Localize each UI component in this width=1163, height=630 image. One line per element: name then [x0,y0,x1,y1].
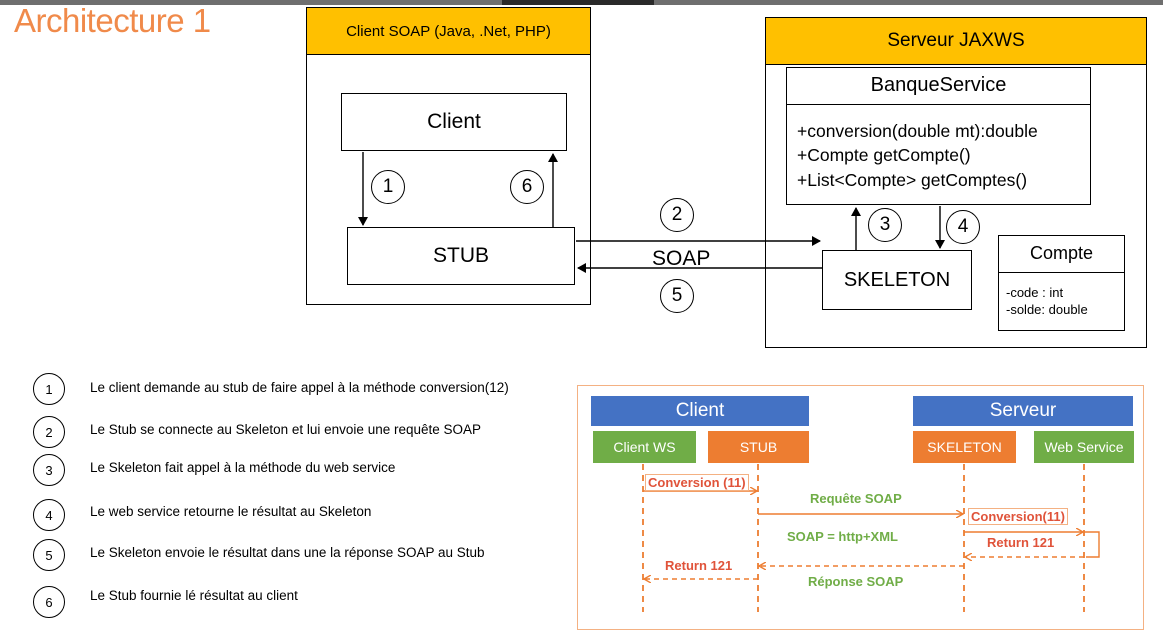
legend-text-6: Le Stub fournie lé résultat au client [90,588,298,603]
architecture-arrows [358,152,945,273]
legend-number: 1 [45,381,53,397]
legend-circle-4: 4 [33,499,65,531]
step-number: 1 [382,176,394,197]
label-return-121-client: Return 121 [665,558,733,573]
window-top-tab [502,0,654,5]
banque-service-method: +Compte getCompte() [797,145,971,165]
label-return-121-server: Return 121 [987,535,1055,550]
client-soap-header: Client SOAP (Java, .Net, PHP) [306,7,591,55]
sequence-client-header: Client [591,396,809,426]
server-jaxws-header-label: Serveur JAXWS [887,30,1025,51]
compte-name-cell: Compte [998,235,1125,273]
banque-service-method: +List<Compte> getComptes() [797,170,1028,190]
step-number: 2 [671,204,683,225]
step-circle-4: 4 [946,210,980,244]
sequence-server-header: Serveur [913,396,1133,426]
banque-service-name: BanqueService [870,74,1007,96]
legend-number: 3 [45,462,53,478]
sequence-client-header-label: Client [675,400,725,421]
legend-number: 4 [45,507,53,523]
sequence-server-header-label: Serveur [989,400,1057,421]
participant-label: SKELETON [927,439,1002,455]
legend-circle-1: 1 [33,373,65,405]
participant-label: Client WS [613,439,676,455]
label-conversion-11: Conversion (11) [645,474,749,491]
participant-label: STUB [739,439,778,455]
compte-attribute: -code : int [1006,285,1064,300]
skeleton-box: SKELETON [822,250,972,310]
stub-box: STUB [347,227,575,285]
skeleton-box-label: SKELETON [843,268,951,291]
legend-number: 2 [45,424,53,440]
participant-skeleton: SKELETON [913,431,1016,463]
page-title: Architecture 1 [14,2,211,39]
legend-text-5: Le Skeleton envoie le résultat dans une … [90,545,485,560]
participant-stub: STUB [708,431,809,463]
compte-name: Compte [1029,243,1094,263]
legend-circle-2: 2 [33,416,65,448]
legend-number: 5 [45,547,53,563]
step-circle-5: 5 [660,279,694,313]
message-self-return [1084,531,1100,558]
participant-label: Web Service [1044,439,1124,455]
step-circle-1: 1 [371,170,405,204]
legend-circle-5: 5 [33,539,65,571]
legend-number: 6 [45,594,53,610]
legend-circle-6: 6 [33,586,65,618]
client-box: Client [341,93,567,151]
banque-service-name-cell: BanqueService [786,67,1091,105]
client-box-label: Client [427,110,481,133]
legend-text-4: Le web service retourne le résultat au S… [90,504,372,519]
legend-circle-3: 3 [33,454,65,486]
legend-text-2: Le Stub se connecte au Skeleton et lui e… [90,422,482,437]
step-circle-6: 6 [510,170,544,204]
step-number: 6 [521,176,533,197]
label-conversion-11b: Conversion(11) [968,508,1068,525]
participant-web-service: Web Service [1034,431,1134,463]
server-jaxws-header: Serveur JAXWS [765,17,1147,65]
step-number: 4 [957,216,969,237]
label-requete-soap: Requête SOAP [810,491,902,506]
soap-protocol-label: SOAP [652,247,711,270]
label-soap-http-xml: SOAP = http+XML [787,529,898,544]
legend-text-1: Le client demande au stub de faire appel… [90,380,509,395]
banque-service-method: +conversion(double mt):double [797,121,1038,141]
banque-service-class [786,67,1091,205]
participant-client-ws: Client WS [593,431,696,463]
step-number: 5 [671,285,683,306]
label-reponse-soap: Réponse SOAP [808,574,904,589]
step-number: 3 [879,214,891,235]
stub-box-label: STUB [432,244,489,267]
legend-text-3: Le Skeleton fait appel à la méthode du w… [90,460,396,475]
compte-attribute: -solde: double [1006,302,1088,317]
step-circle-2: 2 [660,198,694,232]
client-soap-header-label: Client SOAP (Java, .Net, PHP) [346,22,551,40]
compte-class [998,235,1125,331]
step-circle-3: 3 [868,208,902,242]
